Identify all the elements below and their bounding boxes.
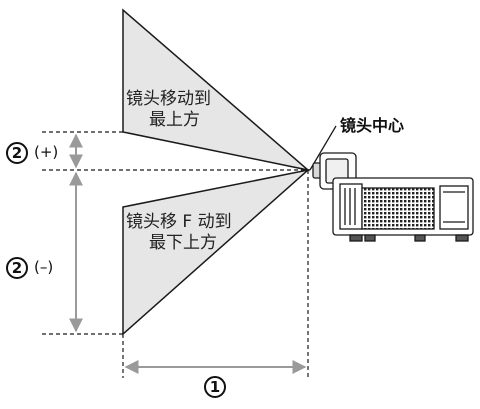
marker-vertical-minus: 2 bbox=[6, 257, 28, 279]
upper-zone-label-line1: 镜头移动到 bbox=[126, 89, 211, 109]
marker-vertical-plus: 2 bbox=[6, 142, 28, 164]
marker-horizontal: 1 bbox=[204, 376, 226, 398]
lower-zone-label-line1: 镜头移 F 动到 bbox=[126, 212, 232, 232]
sign-plus: (+) bbox=[34, 143, 59, 161]
projector-icon bbox=[312, 152, 474, 242]
reference-lines bbox=[42, 131, 309, 378]
sign-minus: (–) bbox=[34, 258, 54, 276]
dimension-arrows bbox=[69, 133, 307, 374]
lower-projection-zone bbox=[122, 168, 311, 336]
upper-projection-zone bbox=[122, 8, 311, 172]
lower-zone-label-line2: 最下上方 bbox=[149, 233, 217, 253]
upper-zone-label-line2: 最上方 bbox=[149, 110, 200, 130]
lens-center-label: 镜头中心 bbox=[340, 116, 405, 135]
